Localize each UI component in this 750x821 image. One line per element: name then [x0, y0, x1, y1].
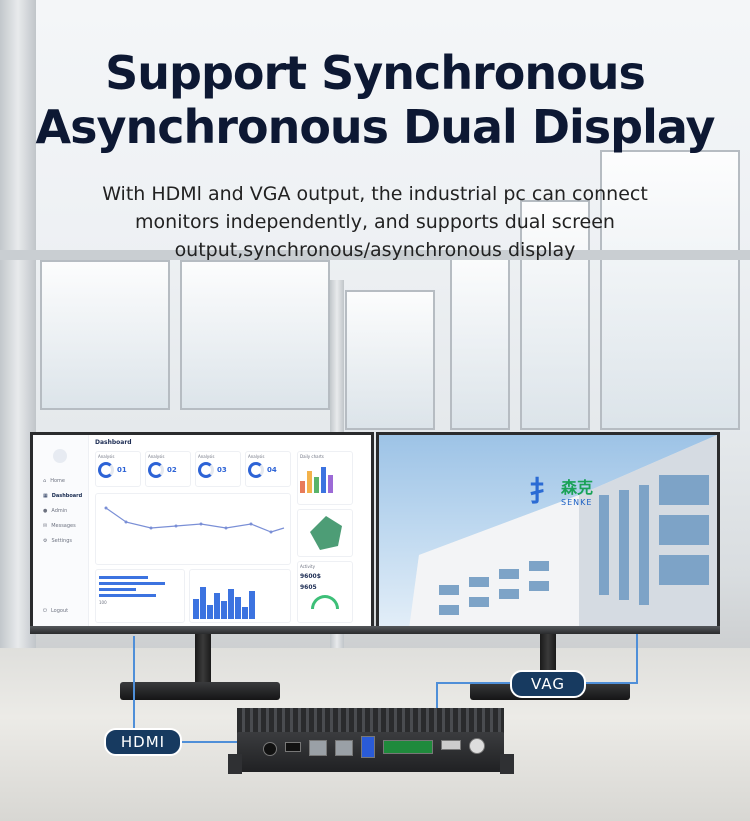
- hdmi-label: HDMI: [104, 728, 182, 756]
- building-photo: ⺘ 森克 SENKE: [379, 435, 717, 629]
- terminal-block: [383, 740, 433, 754]
- nav-label: Settings: [51, 537, 72, 544]
- logout-button[interactable]: ⏻Logout: [33, 603, 88, 618]
- vga-label: VAG: [510, 670, 586, 698]
- left-monitor: ⌂Home ▦Dashboard ●Admin ✉Messages ⚙Setti…: [30, 432, 374, 632]
- brand-cn: 森克: [561, 477, 594, 497]
- activity-card: Activity 9600$ 9605: [297, 561, 353, 623]
- mail-icon: ✉: [43, 522, 48, 529]
- description-line-3: output,synchronous/asynchronous display: [174, 239, 576, 261]
- user-icon: ●: [43, 507, 48, 514]
- lan-port-2: [335, 740, 353, 756]
- dashboard-screen: ⌂Home ▦Dashboard ●Admin ✉Messages ⚙Setti…: [33, 435, 371, 629]
- senke-logo-mark: ⺘: [529, 475, 558, 508]
- analysis-card: Analysis 04: [245, 451, 291, 487]
- window-pane: [600, 150, 740, 430]
- hdmi-connector-line: [133, 741, 273, 743]
- line-chart: [104, 506, 285, 534]
- radar-chart: [310, 516, 342, 550]
- power-button[interactable]: [469, 738, 485, 754]
- gear-icon: ⚙: [43, 537, 48, 544]
- monitor-bezel: [30, 626, 720, 634]
- analysis-card: Analysis 03: [195, 451, 241, 487]
- vga-connector-line: [636, 634, 638, 684]
- nav-label: Dashboard: [51, 492, 83, 499]
- nav-label: Home: [50, 477, 65, 484]
- progress-ring: [198, 462, 214, 478]
- nav-item-messages[interactable]: ✉Messages: [33, 518, 88, 533]
- card-value: 01: [117, 466, 127, 474]
- description-line-2: monitors independently, and supports dua…: [135, 211, 615, 233]
- window-pane: [40, 260, 170, 410]
- brand-en: SENKE: [561, 497, 593, 507]
- card-label: Analysis: [148, 454, 165, 459]
- vga-connector-line: [436, 682, 438, 726]
- progress-ring: [148, 462, 164, 478]
- card-value: 03: [217, 466, 227, 474]
- industrial-pc: [237, 708, 504, 772]
- progress-ring: [98, 462, 114, 478]
- card-value: 04: [267, 466, 277, 474]
- dashboard-title: Dashboard: [95, 439, 132, 446]
- usb-port: [361, 736, 375, 758]
- ceiling-beam: [0, 250, 750, 260]
- mounting-ear-right: [500, 754, 514, 774]
- progress-ring: [248, 462, 264, 478]
- nav-item-dashboard[interactable]: ▦Dashboard: [33, 488, 88, 503]
- logout-label: Logout: [50, 607, 69, 614]
- line-chart-card: [95, 493, 291, 565]
- nav-item-settings[interactable]: ⚙Settings: [33, 533, 88, 548]
- left-stand-base: [120, 682, 280, 700]
- window-pane: [450, 250, 510, 430]
- heatsink-fins: [237, 708, 504, 734]
- progress-card: 100: [95, 569, 185, 623]
- bar-chart-card: [189, 569, 291, 623]
- count-value: 100: [99, 600, 107, 605]
- headline-line-2: Asynchronous Dual Display: [35, 100, 716, 154]
- daily-charts-card: Daily charts: [297, 451, 353, 505]
- left-stand-neck: [195, 634, 211, 686]
- mounting-ear-left: [228, 754, 242, 774]
- right-monitor: ⺘ 森克 SENKE: [376, 432, 720, 632]
- card-label: Analysis: [248, 454, 265, 459]
- nav-item-home[interactable]: ⌂Home: [33, 473, 88, 488]
- dashboard-sidebar: ⌂Home ▦Dashboard ●Admin ✉Messages ⚙Setti…: [33, 435, 89, 629]
- grid-icon: ▦: [43, 492, 48, 499]
- activity-amount-1: 9600$: [300, 573, 321, 580]
- window-pane: [345, 290, 435, 430]
- gauge: [311, 595, 339, 609]
- nav-item-admin[interactable]: ●Admin: [33, 503, 88, 518]
- hdmi-connector-line: [133, 636, 135, 731]
- window-pane: [520, 200, 590, 430]
- senke-logo: ⺘ 森克 SENKE: [529, 470, 593, 510]
- home-icon: ⌂: [43, 477, 47, 484]
- activity-amount-2: 9605: [300, 584, 317, 591]
- card-value: 02: [167, 466, 177, 474]
- activity-label: Activity: [300, 564, 315, 569]
- analysis-card: Analysis 02: [145, 451, 191, 487]
- building-illustration: [409, 435, 717, 629]
- description: With HDMl and VGA output, the industrial…: [80, 180, 670, 264]
- radar-card: [297, 509, 353, 557]
- nav-label: Messages: [51, 522, 76, 529]
- power-icon: ⏻: [43, 607, 47, 614]
- io-panel: [237, 732, 504, 772]
- dashboard-main: Dashboard Analysis 01 Analysis 02 Analys…: [89, 435, 371, 629]
- card-label: Analysis: [198, 454, 215, 459]
- daily-charts-label: Daily charts: [300, 454, 324, 459]
- hdmi-port: [285, 742, 301, 752]
- lan-port-1: [309, 740, 327, 756]
- window-pane: [180, 260, 330, 410]
- dc-power-port: [263, 742, 277, 756]
- headline-line-1: Support Synchronous: [105, 46, 646, 100]
- nav-label: Admin: [51, 507, 68, 514]
- avatar: [53, 449, 67, 463]
- analysis-card: Analysis 01: [95, 451, 141, 487]
- card-label: Analysis: [98, 454, 115, 459]
- com-port: [441, 740, 461, 750]
- description-line-1: With HDMl and VGA output, the industrial…: [102, 183, 648, 205]
